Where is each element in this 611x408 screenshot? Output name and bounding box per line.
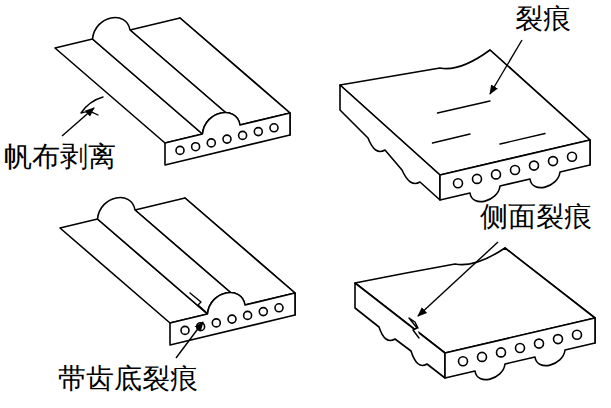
damage-label: 侧面裂痕 [480,200,592,234]
leader-arrow [176,322,203,358]
toothed-belt [60,198,295,345]
leader-arrow [62,108,94,136]
damage-label: 带齿底裂痕 [58,362,198,396]
leader-arrow [418,242,498,316]
toothed-belt [340,50,590,202]
toothed-belt [355,248,595,380]
damage-label: 裂痕 [515,2,571,36]
damage-label: 帆布剥离 [4,140,116,174]
leader-arrow [490,40,522,94]
